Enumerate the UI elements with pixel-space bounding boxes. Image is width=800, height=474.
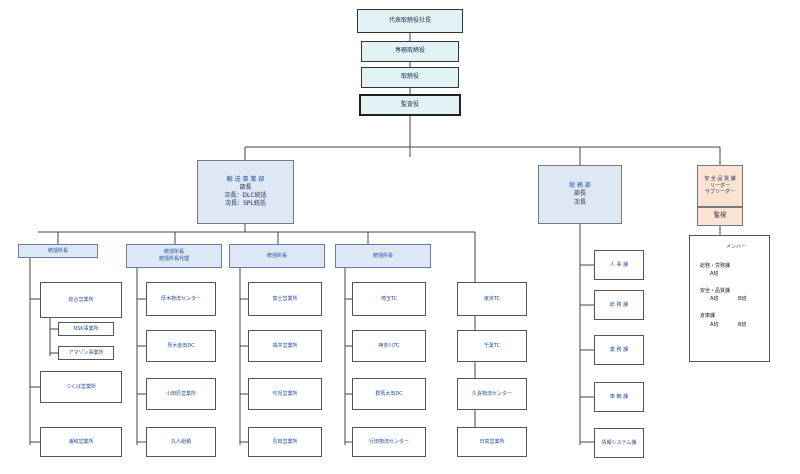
col1-suboffice-nsk: NSK事業所 — [58, 322, 114, 336]
members-row2-a: A班 — [710, 296, 719, 302]
col5-office-3: 久喜物流センター — [457, 378, 527, 410]
general-section-5-label: 情報システム課 — [601, 439, 637, 446]
transport-dept-box: 輸 送 事 業 部 部長 次長：DLC統括 次長：SPL統括 — [197, 160, 294, 224]
col1-office-2-label: つくば営業所 — [65, 383, 96, 390]
section-header-2-label-a: 統括所長 — [163, 249, 184, 256]
members-row2-label: 安全・品質課 — [700, 288, 731, 294]
safety-quality-box: 安 全 品 質 課 リーダー サブリーダー — [697, 165, 743, 207]
col3-office-1: 富士営業所 — [248, 282, 322, 316]
general-affairs-dept-line2: 次長 — [573, 198, 586, 206]
section-header-2: 統括所長 統括所長代理 — [126, 244, 222, 268]
col1-office-2: つくば営業所 — [40, 371, 122, 403]
col5-office-3-label: 久喜物流センター — [471, 390, 512, 397]
col5-office-2-label: 千葉TC — [483, 342, 501, 349]
general-section-2: 総 務 課 — [594, 290, 644, 320]
col2-office-2: 厚木金田DC — [146, 330, 216, 362]
col5-office-1-label: 東京TC — [483, 295, 501, 302]
section-header-2-label-b: 統括所長代理 — [158, 256, 189, 262]
col4-office-4-label: 行田物流センター — [368, 438, 409, 445]
col4-office-4: 行田物流センター — [352, 427, 426, 457]
general-section-1-label: 人 事 課 — [609, 261, 629, 268]
safety-leader-label: リーダー — [709, 182, 730, 189]
safety-audit-label: 監視 — [713, 212, 726, 220]
auditor-label: 監査役 — [400, 100, 419, 108]
members-row3-label: 倉庫課 — [700, 313, 716, 319]
col2-office-1-label: 厚木物流センター — [160, 295, 201, 302]
col2-office-2-label: 厚木金田DC — [167, 342, 195, 349]
members-row3-a: A班 — [710, 322, 719, 328]
members-row1-a: A班 — [710, 271, 719, 277]
col1-office-3-label: 浦和営業所 — [68, 438, 94, 445]
director-label: 取締役 — [400, 73, 419, 81]
transport-dept-line2: 次長：DLC統括 — [224, 192, 267, 199]
col2-office-3-label: 小田原営業所 — [165, 390, 196, 397]
general-affairs-dept-line1: 部長 — [573, 190, 586, 198]
col3-office-2-label: 袋井営業所 — [272, 342, 298, 349]
section-header-3-label: 統括所長 — [266, 252, 287, 259]
col1-office-3: 浦和営業所 — [40, 427, 122, 457]
col4-office-2-label: 神奈川TC — [378, 342, 400, 349]
col2-office-1: 厚木物流センター — [146, 282, 216, 316]
transport-dept-line3: 次長：SPL統括 — [225, 200, 266, 208]
auditor-box: 監査役 — [359, 94, 461, 116]
col5-office-2: 千葉TC — [457, 330, 527, 362]
members-row1-label: 総務・労務課 — [700, 263, 731, 269]
transport-dept-title: 輸 送 事 業 部 — [226, 175, 265, 183]
col2-office-3: 小田原営業所 — [146, 378, 216, 410]
managing-director-box: 専務取締役 — [361, 41, 459, 62]
col2-office-4-label: 丸人組積 — [170, 438, 191, 445]
safety-audit-box: 監視 — [697, 207, 743, 226]
col3-office-3: 可児営業所 — [248, 378, 322, 410]
col1-office-1-label: 総合営業所 — [68, 296, 94, 303]
col3-office-2: 袋井営業所 — [248, 330, 322, 362]
transport-dept-line1: 部長 — [239, 183, 252, 191]
col4-office-1-label: 埼玉TC — [380, 295, 398, 302]
col1-suboffice-amazon-label: アマゾン事業所 — [68, 349, 104, 356]
president-label: 代表取締役社長 — [388, 16, 431, 24]
col4-office-3-label: 群馬太田DC — [375, 390, 403, 397]
col3-office-4-label: 島田営業所 — [272, 438, 298, 445]
col4-office-2: 神奈川TC — [352, 330, 426, 362]
col3-office-3-label: 可児営業所 — [272, 390, 298, 397]
safety-quality-title: 安 全 品 質 課 — [704, 175, 736, 182]
col4-office-1: 埼玉TC — [352, 282, 426, 316]
members-title: メンバー — [726, 244, 747, 250]
managing-director-label: 専務取締役 — [394, 47, 425, 55]
section-header-3: 統括所長 — [229, 244, 325, 268]
general-section-4: 車 輌 課 — [594, 382, 644, 412]
members-box: メンバー 総務・労務課 A班 安全・品質課 A班 B班 倉庫課 A班 B班 — [689, 235, 770, 362]
col1-office-1: 総合営業所 — [40, 282, 122, 318]
col4-office-3: 群馬太田DC — [352, 378, 426, 410]
section-header-1-label: 統括所長 — [47, 247, 68, 254]
members-row2-b: B班 — [738, 296, 747, 302]
col3-office-4: 島田営業所 — [248, 427, 322, 457]
general-affairs-dept-box: 総 務 部 部長 次長 — [538, 165, 622, 224]
col1-suboffice-amazon: アマゾン事業所 — [58, 346, 114, 360]
members-row3-b: B班 — [738, 322, 747, 328]
section-header-4-label: 統括所長 — [372, 252, 393, 259]
section-header-4: 統括所長 — [335, 244, 431, 268]
general-section-3: 業 務 課 — [594, 335, 644, 365]
general-section-3-label: 業 務 課 — [609, 346, 629, 353]
general-section-5: 情報システム課 — [594, 428, 644, 458]
section-header-1: 統括所長 — [18, 244, 98, 258]
general-section-1: 人 事 課 — [594, 250, 644, 280]
general-section-4-label: 車 輌 課 — [609, 393, 629, 400]
col5-office-1: 東京TC — [457, 282, 527, 316]
col1-suboffice-nsk-label: NSK事業所 — [73, 325, 99, 332]
director-box: 取締役 — [361, 67, 459, 88]
general-section-2-label: 総 務 課 — [609, 301, 629, 308]
col3-office-1-label: 富士営業所 — [272, 295, 298, 302]
safety-subleader-label: サブリーダー — [704, 189, 735, 196]
general-affairs-dept-title: 総 務 部 — [569, 182, 591, 190]
col2-office-4: 丸人組積 — [146, 427, 216, 457]
president-box: 代表取締役社長 — [357, 9, 463, 33]
col5-office-4: 日高営業所 — [457, 427, 527, 457]
col5-office-4-label: 日高営業所 — [479, 438, 505, 445]
